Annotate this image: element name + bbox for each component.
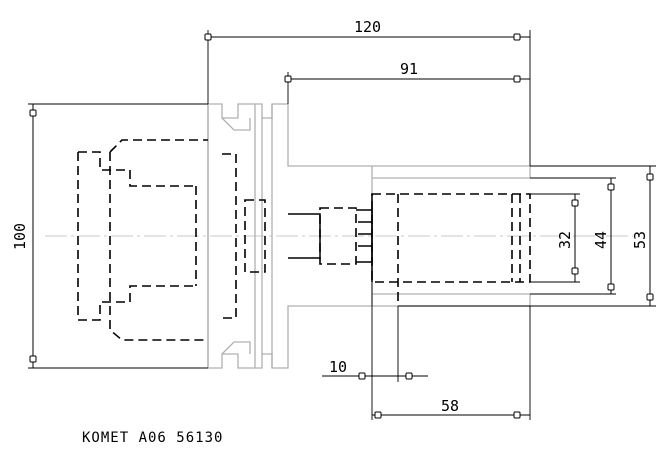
dimension-clamp-diameter — [530, 177, 616, 295]
dim-label-overall-length: 120 — [354, 18, 381, 36]
dimension-head-length — [372, 306, 531, 420]
dimension-overall-length — [204, 30, 531, 166]
taper-hidden-lines — [77, 139, 266, 341]
part-number-caption: KOMET A06 56130 — [82, 430, 223, 446]
head-hidden-lines — [371, 193, 531, 306]
dimension-wall-offset — [322, 282, 428, 420]
dim-label-clamp-diameter: 44 — [592, 231, 610, 249]
dimension-bore-diameter — [530, 193, 580, 283]
dim-label-wall-offset: 10 — [329, 358, 347, 376]
dimension-gauge-length — [284, 72, 530, 104]
dim-label-bore-diameter: 32 — [556, 231, 574, 249]
dim-label-flange-diameter: 100 — [11, 223, 29, 250]
dim-label-head-length: 58 — [441, 397, 459, 415]
dimension-body-diameter — [398, 165, 656, 307]
dimension-flange-diameter — [28, 103, 208, 369]
dim-label-gauge-length: 91 — [400, 60, 418, 78]
dim-label-body-diameter: 53 — [631, 231, 649, 249]
